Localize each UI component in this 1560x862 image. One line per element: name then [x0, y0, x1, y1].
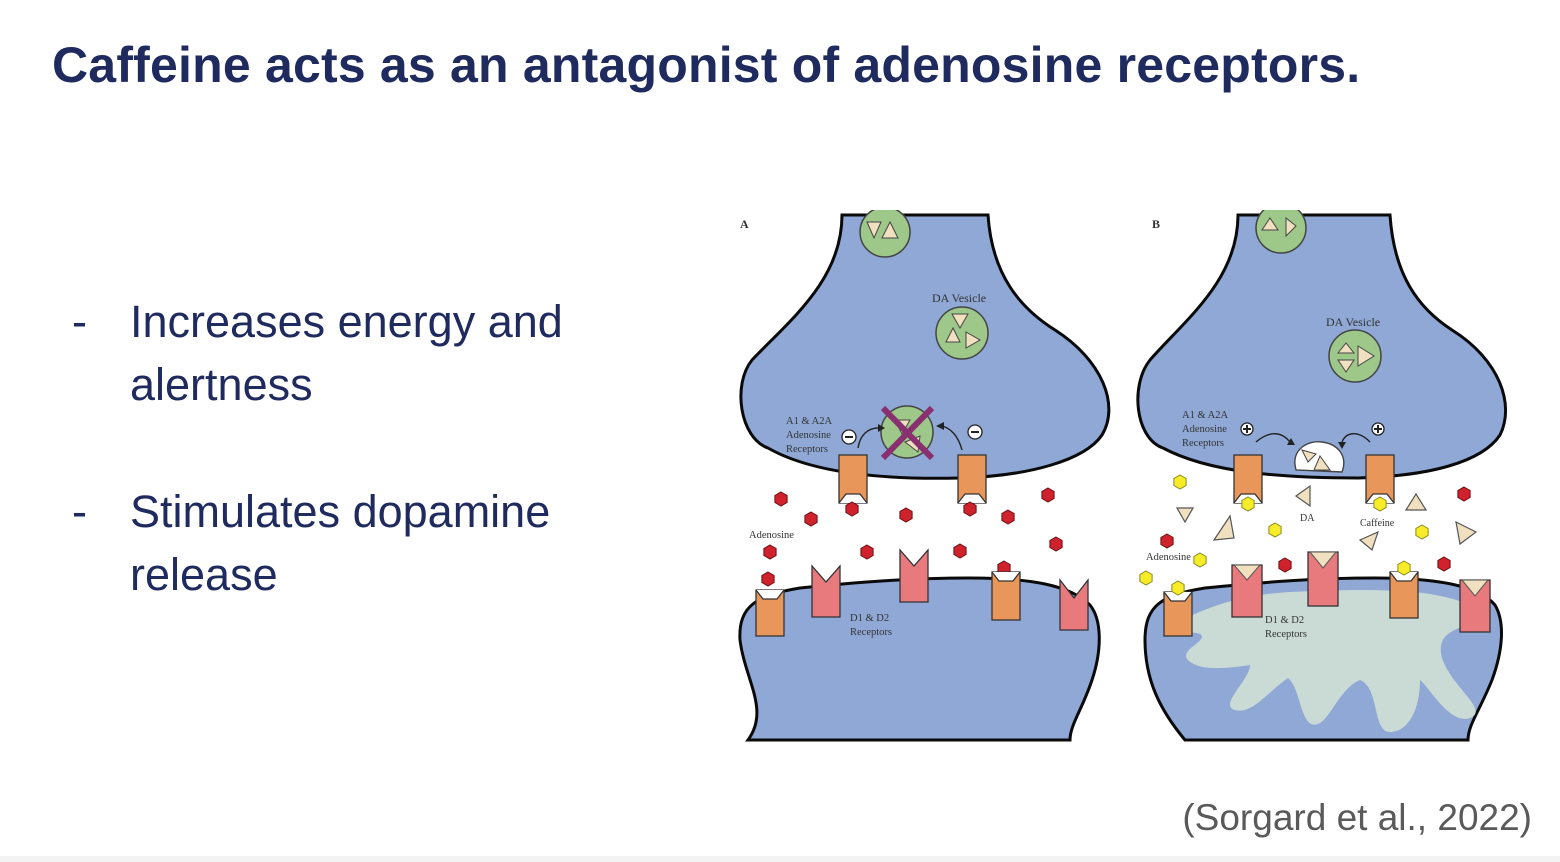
d-receptor-label-b: D1 & D2 Receptors [1265, 615, 1307, 640]
synapse-diagram: A DA Vesicle A [738, 210, 1508, 742]
plus-sign-icon [1240, 422, 1254, 436]
receptor-label-a: A1 & A2A Adenosine Receptors [786, 416, 834, 455]
a-receptor-post-a2 [991, 571, 1021, 621]
bullet-item: - Increases energy and alertness [70, 290, 670, 416]
a-receptor-post-b2 [1389, 560, 1419, 619]
inhibit-arrow-a-right [941, 425, 963, 451]
stimulate-arrow-b-left [1255, 433, 1291, 443]
dendrite-glow-b [1170, 590, 1476, 732]
a-receptor-pre-b1 [1233, 454, 1263, 512]
bottom-divider [0, 856, 1560, 862]
receptor-label-b: A1 & A2A Adenosine Receptors [1182, 410, 1230, 449]
adenosine-label-a: Adenosine [749, 530, 794, 541]
minus-sign-icon [841, 429, 857, 445]
bullet-list: - Increases energy and alertness - Stimu… [70, 290, 670, 670]
bullet-dash: - [72, 296, 87, 347]
vesicle-label-a: DA Vesicle [932, 291, 986, 305]
plus-sign-icon [1371, 422, 1385, 436]
caffeine-label-b: Caffeine [1360, 518, 1395, 529]
adenosine-label-b: Adenosine [1146, 552, 1191, 563]
d-receptors-b [1231, 551, 1491, 633]
vesicle-a-da [935, 306, 989, 360]
a-receptor-pre-a1 [838, 454, 868, 504]
block-cross-icon [880, 405, 935, 461]
d-receptor-label-a: D1 & D2 Receptors [850, 613, 892, 638]
vesicle-b-top [1255, 210, 1307, 254]
a-receptor-post-b1 [1163, 580, 1193, 637]
panel-b: B DA Vesicle A1 & A2A Adenosine Recepto [1136, 210, 1508, 742]
panel-b-letter: B [1152, 217, 1160, 231]
citation: (Sorgard et al., 2022) [1182, 797, 1532, 838]
dopamine-molecules-b [1176, 484, 1478, 552]
a-receptor-pre-a2 [957, 454, 987, 504]
panel-a: A DA Vesicle A [738, 210, 1111, 742]
fusing-vesicle-b [1294, 441, 1345, 473]
bullet-item: - Stimulates dopamine release [70, 480, 670, 606]
a-receptor-pre-b2 [1365, 454, 1395, 512]
a-receptor-post-a1 [755, 589, 785, 637]
bullet-text: Stimulates dopamine release [130, 486, 551, 600]
minus-sign-icon [967, 424, 983, 440]
inhibit-arrow-a-left [857, 427, 879, 449]
vesicle-b-da [1328, 329, 1382, 383]
synapse-figure: A DA Vesicle A [730, 210, 1530, 750]
panel-a-letter: A [740, 217, 749, 231]
da-label-b: DA [1300, 513, 1315, 524]
bullet-dash: - [72, 486, 87, 537]
vesicle-a-top [859, 210, 911, 258]
blocked-vesicle-a [880, 405, 935, 461]
vesicle-label-b: DA Vesicle [1326, 315, 1380, 329]
bullet-text: Increases energy and alertness [130, 296, 563, 410]
stimulate-arrow-b-right [1341, 433, 1371, 443]
presynaptic-terminal-b [1136, 213, 1508, 480]
d-receptors-a [811, 548, 1089, 631]
slide-title: Caffeine acts as an antagonist of adenos… [52, 37, 1361, 93]
